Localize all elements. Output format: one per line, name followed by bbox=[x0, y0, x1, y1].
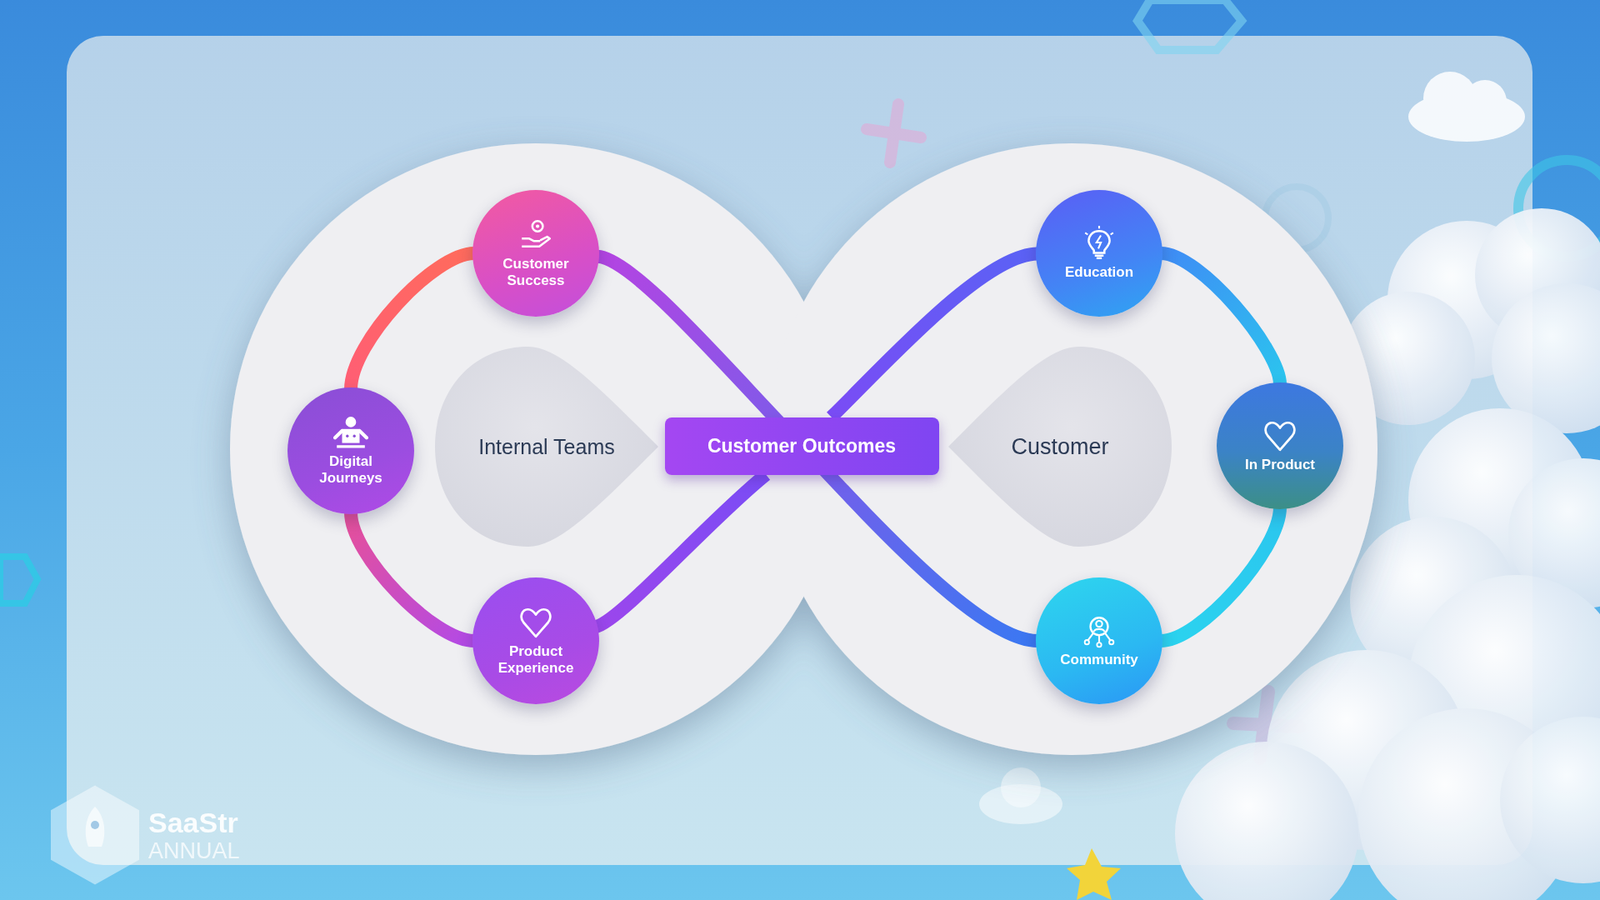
stage-icon bbox=[518, 605, 554, 640]
infinity-shape bbox=[230, 143, 1378, 755]
stage-icon bbox=[518, 217, 554, 253]
logo-text: SaaStr bbox=[148, 806, 239, 840]
loop-connector bbox=[350, 253, 475, 390]
stage-circle: Education bbox=[1035, 190, 1163, 317]
stage-circle: Customer Success bbox=[472, 190, 600, 317]
logo-subtext: ANNUAL bbox=[148, 838, 240, 865]
stage-label: Product Experience bbox=[483, 643, 589, 677]
hexagon-deco bbox=[0, 556, 38, 604]
stage-label: Digital Journeys bbox=[298, 453, 404, 487]
stage-label: In Product bbox=[1245, 456, 1315, 474]
stage-circle: Community bbox=[1035, 577, 1163, 705]
stage-circle: Product Experience bbox=[472, 577, 600, 705]
stage-icon bbox=[1081, 225, 1117, 261]
panel bbox=[66, 35, 1533, 865]
stage-circle: In Product bbox=[1216, 382, 1344, 510]
stage-label: Customer Success bbox=[483, 255, 589, 290]
loop-connector bbox=[1160, 507, 1280, 641]
outcome-box: Customer Outcomes bbox=[665, 417, 940, 475]
stage-icon bbox=[333, 415, 369, 450]
outcome-label: Customer Outcomes bbox=[707, 435, 896, 458]
hexagon-deco bbox=[1137, 0, 1242, 50]
logo-hexagon bbox=[53, 788, 137, 882]
plus-deco bbox=[866, 104, 921, 163]
stage-label: Education bbox=[1065, 264, 1134, 281]
loop-connector bbox=[595, 475, 766, 628]
stage-icon bbox=[1262, 418, 1298, 454]
loop-connector bbox=[350, 512, 475, 641]
group-label: Customer bbox=[1010, 433, 1109, 460]
group-label: Internal Teams bbox=[478, 433, 615, 460]
group-drop: Customer bbox=[948, 346, 1172, 547]
stage-icon bbox=[1081, 613, 1117, 649]
star-deco bbox=[1066, 848, 1121, 900]
stage-circle: Digital Journeys bbox=[287, 387, 415, 515]
group-drop: Internal Teams bbox=[435, 346, 659, 547]
stage-label: Community bbox=[1060, 651, 1139, 669]
loop-connector bbox=[1160, 253, 1280, 385]
